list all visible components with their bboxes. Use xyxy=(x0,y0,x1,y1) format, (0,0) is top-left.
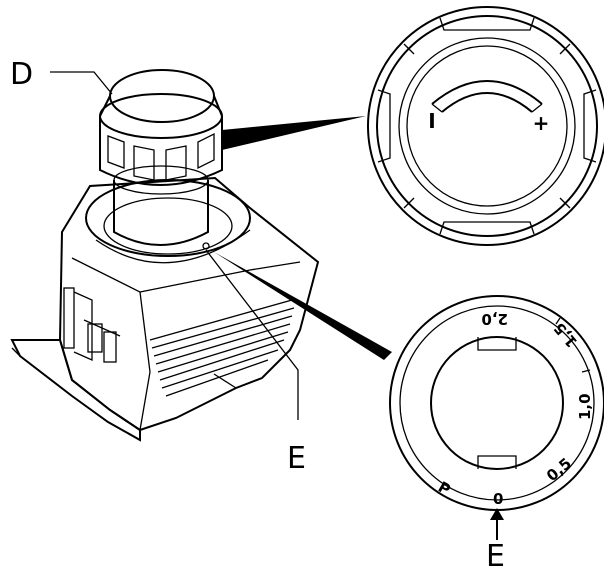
label-e-middle: E xyxy=(287,441,306,476)
minus-sign: I xyxy=(428,109,435,133)
leader-line-e-middle xyxy=(205,249,299,420)
scale-ring-detail-view: P 0 0,5 1,0 1,5 2,0 xyxy=(214,252,604,540)
knob-detail-view: I + xyxy=(222,6,604,246)
label-e-bottom: E xyxy=(486,539,505,568)
scale-mark-2-0: 2,0 xyxy=(481,310,508,328)
knob-callout-wedge xyxy=(222,116,366,150)
joystick-device xyxy=(10,69,320,442)
leader-line-d xyxy=(50,71,113,95)
label-d: D xyxy=(10,57,33,92)
ring-callout-wedge xyxy=(214,252,392,360)
scale-mark-0: 0 xyxy=(493,490,503,508)
scale-mark-1-0: 1,0 xyxy=(576,393,594,420)
callout-labels: D E E xyxy=(10,57,505,572)
plus-sign: + xyxy=(533,111,550,135)
device-knob xyxy=(99,69,223,186)
device-base xyxy=(10,176,320,442)
device-shaft xyxy=(113,165,210,250)
